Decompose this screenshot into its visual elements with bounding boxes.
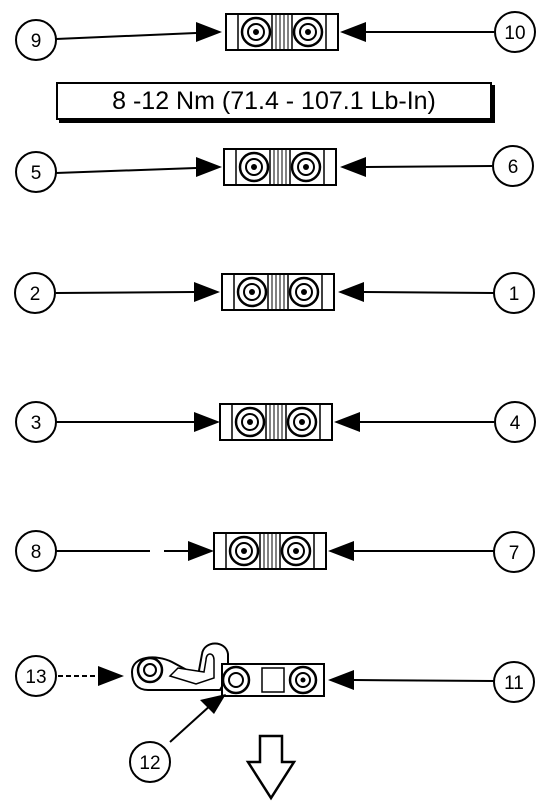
bearing-cap-2 bbox=[222, 147, 338, 187]
callout-13 bbox=[15, 655, 57, 697]
callout-13-label: 13 bbox=[25, 667, 46, 688]
bolt-row-6: 13 11 12 bbox=[15, 642, 535, 783]
callout-2-label: 2 bbox=[30, 284, 41, 305]
bolt-row-5: 8 7 bbox=[15, 530, 535, 573]
bearing-cap-5 bbox=[212, 531, 328, 571]
callout-6 bbox=[492, 145, 534, 187]
callout-5 bbox=[15, 151, 57, 193]
bolt-row-1: 9 10 bbox=[15, 11, 536, 61]
callout-1 bbox=[493, 272, 535, 314]
callout-10 bbox=[494, 11, 536, 53]
callout-7-label: 7 bbox=[509, 543, 520, 564]
callout-3-label: 3 bbox=[31, 413, 42, 434]
callout-4 bbox=[494, 401, 536, 443]
torque-spec-text: 8 -12 Nm (71.4 - 107.1 Lb-In) bbox=[112, 86, 436, 115]
callout-11 bbox=[493, 661, 535, 703]
bolt-row-2: 5 6 bbox=[15, 145, 534, 193]
callout-9 bbox=[15, 19, 57, 61]
callout-4-label: 4 bbox=[510, 413, 521, 434]
callout-5-label: 5 bbox=[31, 163, 42, 184]
callout-11-label: 11 bbox=[504, 673, 524, 694]
callout-3 bbox=[15, 401, 57, 443]
bolt-row-3: 2 1 bbox=[14, 272, 535, 314]
callout-8-label: 8 bbox=[31, 542, 42, 563]
bearing-cap-1 bbox=[224, 12, 340, 52]
bearing-cap-3 bbox=[220, 272, 336, 312]
down-arrow-icon bbox=[245, 734, 297, 801]
bearing-cap-4 bbox=[218, 402, 334, 442]
callout-12-label: 12 bbox=[139, 753, 160, 774]
callout-9-label: 9 bbox=[31, 31, 42, 52]
callout-12 bbox=[129, 741, 171, 783]
callout-7 bbox=[493, 531, 535, 573]
callout-8 bbox=[15, 530, 57, 572]
callout-10-label: 10 bbox=[504, 23, 525, 44]
callout-2 bbox=[14, 272, 56, 314]
callout-6-label: 6 bbox=[508, 157, 519, 178]
callout-1-label: 1 bbox=[509, 284, 520, 305]
torque-spec-box: 8 -12 Nm (71.4 - 107.1 Lb-In) bbox=[56, 82, 492, 120]
bolt-row-4: 3 4 bbox=[15, 401, 536, 443]
